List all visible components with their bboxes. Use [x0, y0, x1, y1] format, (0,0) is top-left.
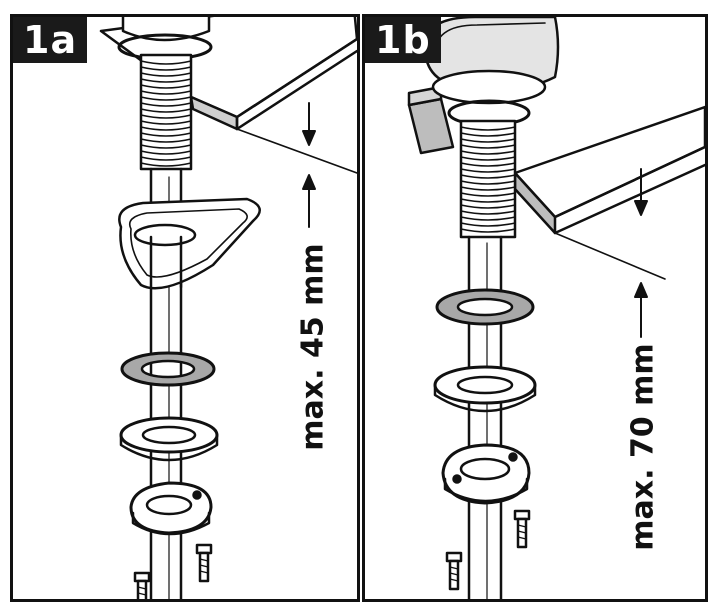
panel-1a: 1a max. 45 mm [10, 14, 360, 602]
nut-plate-1b [441, 443, 531, 505]
countertop-1a [99, 17, 357, 131]
rubber-washer-1a [120, 351, 216, 387]
dimension-arrows-1b [554, 168, 666, 338]
panel-1b-drawing [407, 17, 705, 599]
rubber-washer-1b [435, 288, 535, 326]
dimension-arrows-1a [236, 102, 357, 228]
faucet-base-1a [121, 17, 211, 42]
dimension-label-1b: max. 70 mm [625, 343, 661, 551]
dimension-label-1a: max. 45 mm [295, 243, 331, 451]
metal-washer-1b [433, 365, 537, 413]
screws-1b [445, 509, 531, 591]
panel-1a-drawing [99, 17, 357, 599]
countertop-1b [513, 105, 705, 235]
metal-washer-1a [119, 416, 219, 462]
panel-label-1a: 1a [13, 17, 88, 63]
threaded-shank-1a [139, 53, 193, 171]
faucet-head-1b [423, 17, 560, 127]
nut-plate-1a [129, 481, 213, 536]
threaded-shank-1b [459, 119, 517, 239]
triangle-bracket-1a [118, 197, 261, 290]
panel-1b: 1b max. 70 mm [362, 14, 708, 602]
panel-label-1b: 1b [365, 17, 441, 63]
screws-1a [133, 543, 213, 599]
